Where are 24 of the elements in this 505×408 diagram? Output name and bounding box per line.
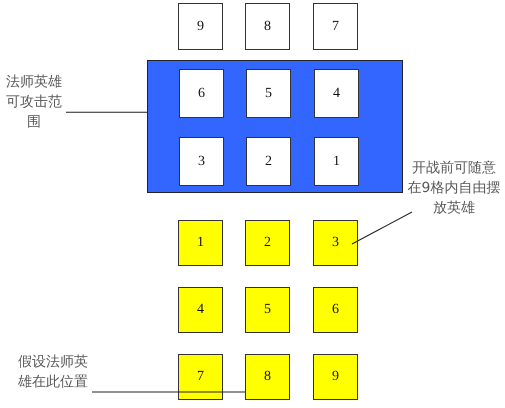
grid-square: 8 xyxy=(245,3,290,50)
hero-slot: 7 xyxy=(178,354,223,400)
grid-square: 5 xyxy=(246,69,291,118)
grid-square: 2 xyxy=(246,137,291,186)
grid-square: 3 xyxy=(179,137,224,186)
grid-square: 6 xyxy=(179,69,224,118)
hero-slot: 9 xyxy=(313,354,358,400)
hero-slot: 5 xyxy=(245,287,290,333)
range-panel xyxy=(147,60,403,193)
hero-slot: 6 xyxy=(313,287,358,333)
leader-line xyxy=(66,112,148,113)
grid-square: 4 xyxy=(314,69,359,118)
leader-line xyxy=(352,212,412,244)
annotation-text: 开战前可随意在9格内自由摆放英雄 xyxy=(406,158,502,220)
grid-square: 7 xyxy=(313,3,358,50)
annotation-text: 法师英雄可攻击范围 xyxy=(2,72,66,134)
hero-slot: 3 xyxy=(313,220,358,266)
hero-slot: 2 xyxy=(245,220,290,266)
annotation-text: 假设法师英雄在此位置 xyxy=(14,352,92,394)
hero-slot: 8 xyxy=(245,354,290,400)
grid-square: 9 xyxy=(178,3,223,50)
grid-square: 1 xyxy=(314,137,359,186)
hero-slot: 1 xyxy=(178,220,223,266)
hero-slot: 4 xyxy=(178,287,223,333)
